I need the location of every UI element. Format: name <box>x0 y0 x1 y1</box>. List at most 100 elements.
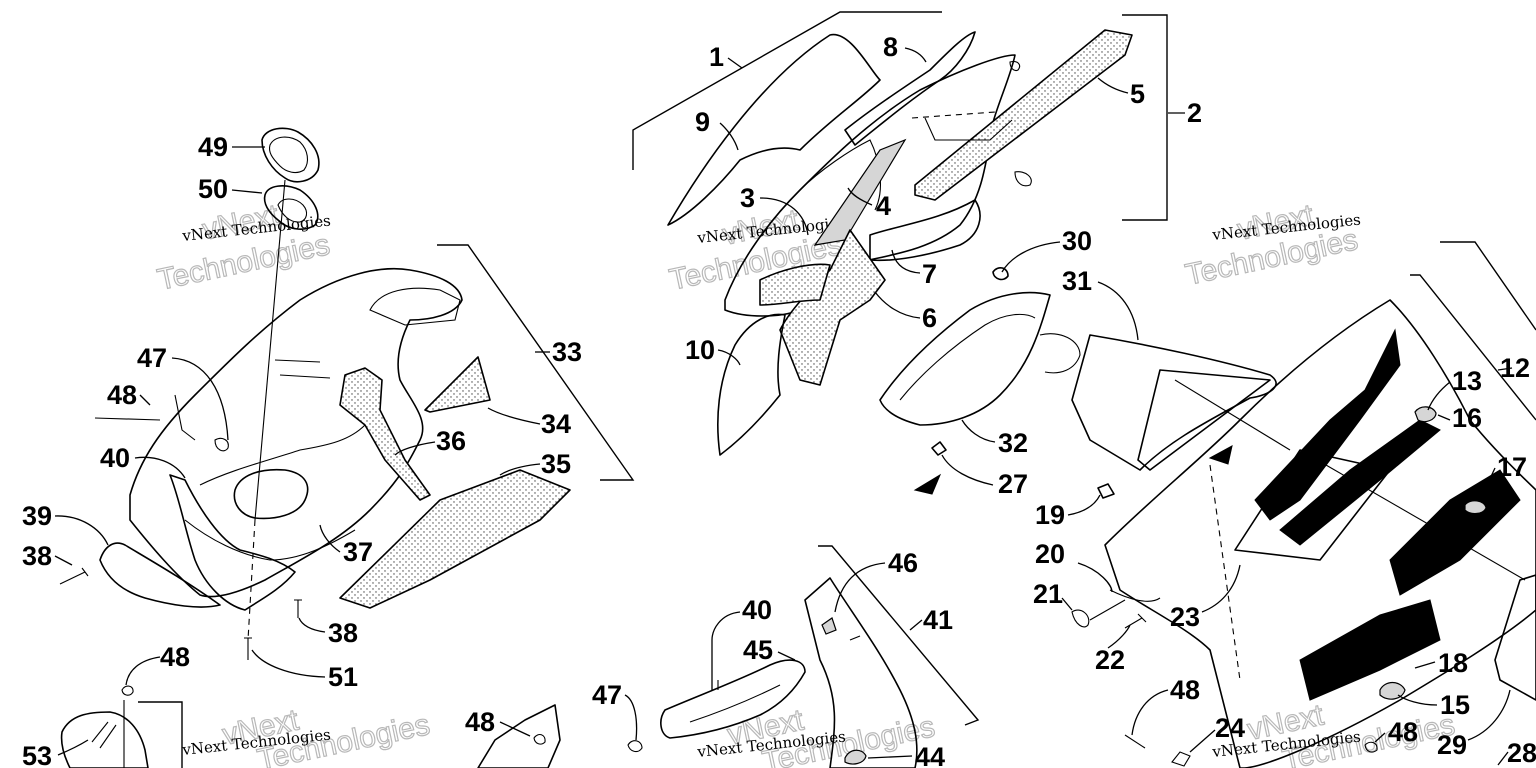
clip-19 <box>1097 483 1115 499</box>
gasket-50 <box>263 185 319 230</box>
callout-47: 47 <box>137 343 167 373</box>
callout-6: 6 <box>922 303 937 333</box>
callout-23: 23 <box>1170 602 1200 632</box>
leader-48c <box>499 721 531 737</box>
callout-38: 38 <box>22 541 52 571</box>
screw-46 <box>849 635 861 641</box>
decal-graphic <box>1299 599 1441 701</box>
callout-15: 15 <box>1440 690 1470 720</box>
leader-40b <box>711 611 741 690</box>
leader-50 <box>231 189 263 194</box>
callout-48e: 48 <box>1388 717 1418 747</box>
panel-45-inner <box>689 684 781 723</box>
seal-6b <box>759 263 831 306</box>
centerline <box>254 179 286 521</box>
leader-31 <box>1097 281 1139 341</box>
frame-23 <box>1234 449 1391 561</box>
bracket-part <box>477 704 561 768</box>
bezel-31-frame <box>1137 369 1271 471</box>
callout-37: 37 <box>343 537 373 567</box>
leader-21 <box>1061 597 1073 611</box>
connector <box>1014 171 1032 187</box>
rivet-48c <box>533 733 546 745</box>
panel-41 <box>804 577 918 768</box>
leader-30 <box>1001 241 1061 273</box>
bracket-53 <box>138 701 183 768</box>
panel-32-inner <box>899 313 1036 401</box>
leader-48e <box>1374 732 1386 743</box>
leader-38b <box>298 617 326 633</box>
strut <box>1299 449 1526 581</box>
rivet-47 <box>214 437 229 452</box>
callout-29: 29 <box>1437 730 1467 760</box>
console-inner <box>199 424 366 486</box>
wire-21 <box>1071 599 1126 628</box>
leader-48b <box>125 656 161 686</box>
leader-53 <box>57 739 89 756</box>
gasket-49 <box>261 127 320 183</box>
callout-51: 51 <box>328 662 358 692</box>
hood-bar <box>924 117 1013 141</box>
windshield-9 <box>667 34 881 226</box>
leader-10 <box>717 349 741 366</box>
screw-51 <box>244 637 252 660</box>
seal-5 <box>914 29 1133 201</box>
hood-panel-4 <box>813 138 907 246</box>
bracket-33 <box>437 244 635 481</box>
hood-panel-7 <box>869 199 981 262</box>
pad-17 <box>1464 500 1487 515</box>
callout-40b: 40 <box>742 595 772 625</box>
hood-inner-line <box>799 139 881 211</box>
leader-19 <box>1067 494 1101 516</box>
clip-27 <box>931 441 947 456</box>
console-opening <box>233 468 309 520</box>
console-rib <box>274 359 331 379</box>
leader-5 <box>1097 77 1129 94</box>
callout-2: 2 <box>1187 98 1202 128</box>
leader-9 <box>719 122 739 151</box>
leader-45 <box>777 651 796 661</box>
callout-8: 8 <box>883 32 898 62</box>
callout-1: 1 <box>709 42 724 72</box>
leader-8 <box>904 47 927 63</box>
leader-28 <box>1497 751 1509 766</box>
leader-15 <box>1397 694 1438 706</box>
pad-35 <box>339 469 571 609</box>
leader-27 <box>941 454 994 486</box>
pad-34 <box>424 356 491 413</box>
leader-23 <box>1201 564 1241 613</box>
leader-35 <box>499 463 541 476</box>
callout-22: 22 <box>1095 645 1125 675</box>
clip-48 <box>94 394 196 441</box>
bracket-12 <box>1440 241 1536 331</box>
bracket-2 <box>1122 14 1168 221</box>
bracket-1 <box>632 11 942 170</box>
foam-36 <box>339 367 431 501</box>
arrow-marker <box>913 473 942 495</box>
leader-13 <box>1427 381 1451 411</box>
grommet-44 <box>844 749 867 765</box>
callout-17: 17 <box>1497 452 1527 482</box>
callout-19: 19 <box>1035 500 1065 530</box>
dashed-guide <box>1209 464 1241 681</box>
callout-48d: 48 <box>1170 675 1200 705</box>
callout-21: 21 <box>1033 579 1063 609</box>
leader-29 <box>1467 689 1511 741</box>
screw-38 <box>59 567 89 585</box>
callout-27: 27 <box>998 469 1028 499</box>
leader-39 <box>54 515 109 546</box>
leader-20 <box>1077 562 1113 593</box>
leader-37 <box>319 524 341 553</box>
callout-20: 20 <box>1035 539 1065 569</box>
panel-53 <box>60 711 149 768</box>
callout-45: 45 <box>743 635 773 665</box>
callout-3: 3 <box>740 183 755 213</box>
panel-45 <box>660 659 806 739</box>
panel-29 <box>1494 574 1536 701</box>
screw-38b <box>294 599 302 618</box>
dashed-guide <box>911 111 996 119</box>
leader-51 <box>251 649 326 678</box>
leader-24 <box>1189 729 1216 753</box>
leader-lines <box>54 47 1513 766</box>
